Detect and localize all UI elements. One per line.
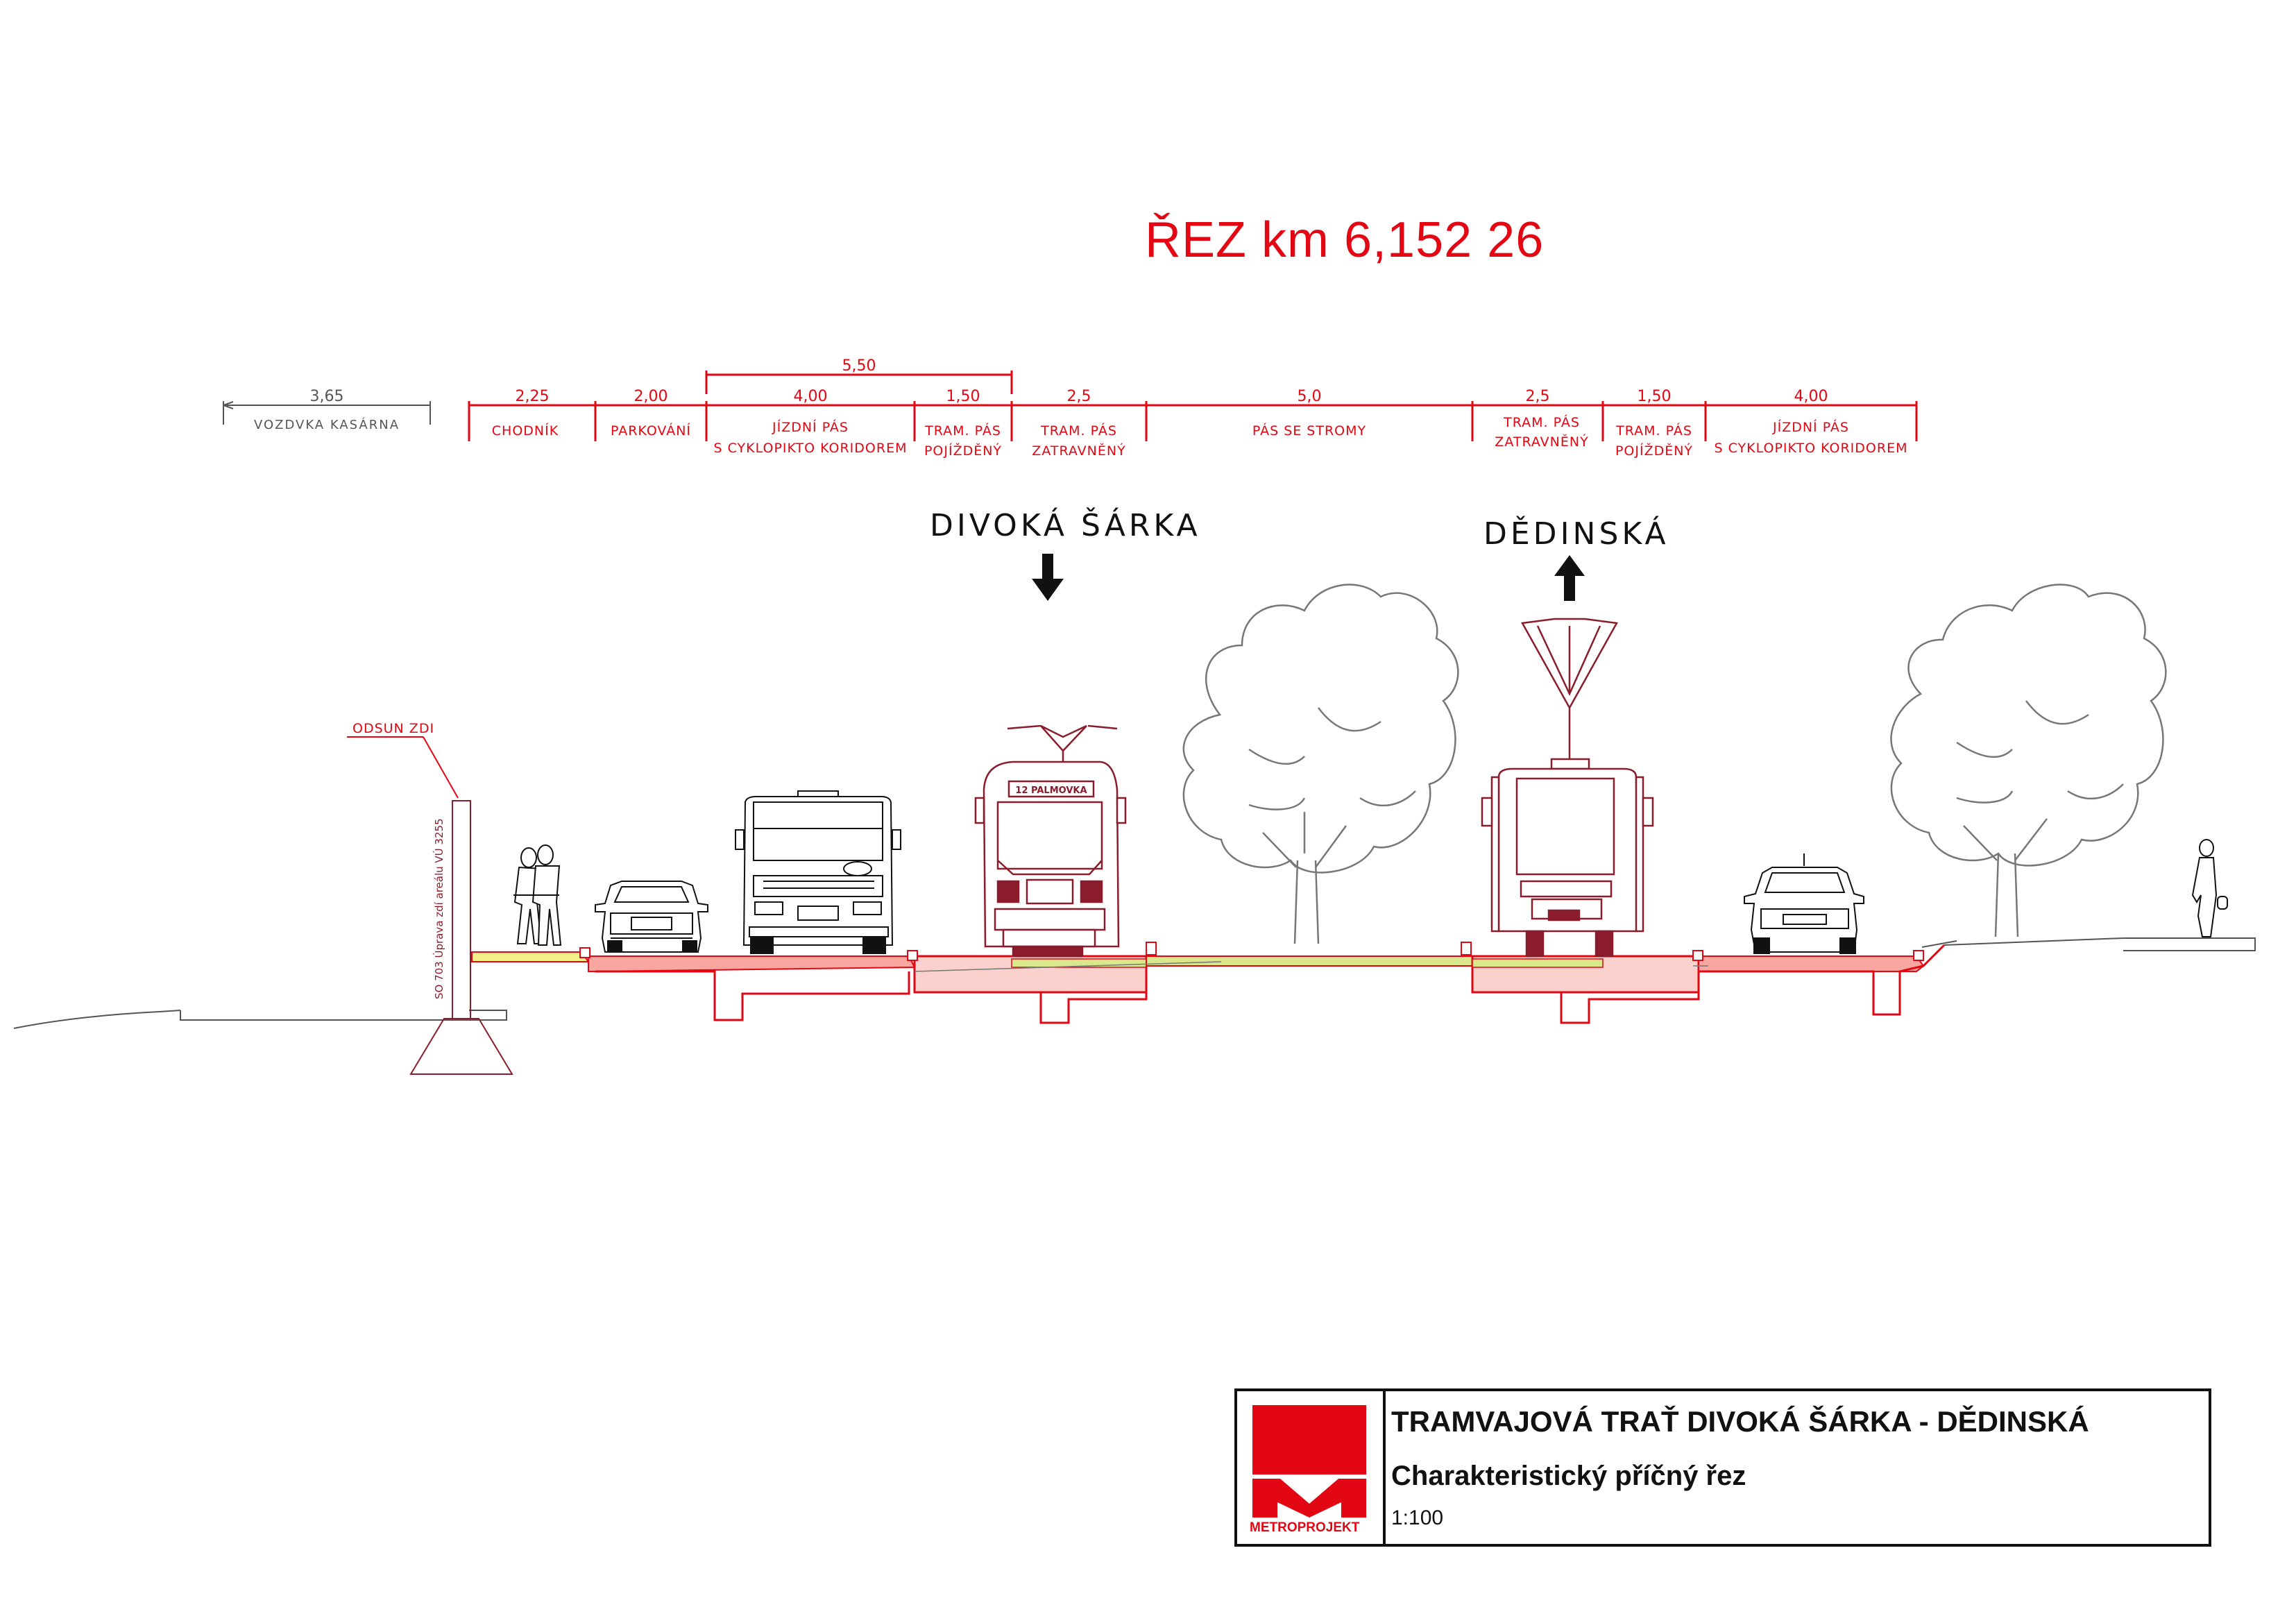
page-title: ŘEZ km 6,152 26 <box>1145 212 1545 268</box>
tram-foundation-left <box>915 991 1148 1024</box>
dimension-value-left: 3,65 <box>310 388 344 405</box>
curb-6 <box>1913 950 1924 961</box>
grass-tram-right <box>1472 958 1604 968</box>
dim-value-chodnik: 2,25 <box>516 388 550 405</box>
pavement-structure <box>471 942 1946 1024</box>
ground-profile <box>13 937 2256 1029</box>
dimension-main-line <box>468 401 1918 441</box>
dim-label-tram-pojizdeny-left-1: TRAM. PÁS <box>924 423 1001 439</box>
dim-label-tram-zatravneny-left-1: TRAM. PÁS <box>1040 423 1117 439</box>
dim-value-jizdni-pas-left: 4,00 <box>794 388 828 405</box>
title-block: METROPROJEKT TRAMVAJOVÁ TRAŤ DIVOKÁ ŠÁRK… <box>1234 1388 2211 1547</box>
dimension-vozovka-kasarna <box>223 401 431 425</box>
pedestrian-woman <box>2191 839 2228 937</box>
dim-label-chodnik: CHODNÍK <box>492 423 559 439</box>
curb-4 <box>1461 942 1472 955</box>
road-foundation-right <box>1699 944 1946 1016</box>
dim-label-parkovani: PARKOVÁNÍ <box>611 423 691 439</box>
company-name: METROPROJEKT <box>1250 1520 1360 1535</box>
pedestrians-couple <box>513 844 562 946</box>
dim-value-jizdni-pas-right: 4,00 <box>1794 388 1828 405</box>
street-lamp <box>1521 618 1618 710</box>
project-title: TRAMVAJOVÁ TRAŤ DIVOKÁ ŠÁRKA - DĚDINSKÁ <box>1391 1405 2089 1438</box>
sidewalk-layer <box>471 951 590 962</box>
dim-value-parkovani: 2,00 <box>634 388 668 405</box>
dim-value-tram-zatravneny-right: 2,5 <box>1526 388 1550 405</box>
tree-left <box>1182 584 1459 944</box>
dimension-group-total-value: 5,50 <box>842 357 876 375</box>
tram-left <box>974 724 1127 958</box>
dim-label-jizdni-pas-right-2: S CYKLOPIKTO KORIDOREM <box>1715 441 1908 456</box>
curb-3 <box>1146 942 1157 955</box>
dim-label-tram-zatravneny-right-1: TRAM. PÁS <box>1503 414 1580 430</box>
dim-value-tram-zatravneny-left: 2,5 <box>1067 388 1091 405</box>
car-left <box>595 881 708 953</box>
direction-label-dedinska: DĚDINSKÁ <box>1483 516 1669 552</box>
dim-label-tram-zatravneny-left-2: ZATRAVNĚNÝ <box>1032 443 1125 459</box>
dim-label-tram-pojizdeny-left-2: POJÍŽDĚNÝ <box>924 443 1002 459</box>
road-layer-left <box>588 955 916 972</box>
dim-label-pas-se-stromy: PÁS SE STROMY <box>1252 423 1366 439</box>
wall-shift-leader <box>347 736 459 799</box>
dim-value-tram-pojizdeny-right: 1,50 <box>1638 388 1672 405</box>
wall <box>409 800 513 1075</box>
wall-note: SO 703 Úprava zdí areálu VÚ 3255 <box>432 818 445 999</box>
car-right <box>1744 853 1864 954</box>
road-foundation-left <box>595 970 910 1021</box>
curb-2 <box>907 950 918 961</box>
drawing-title: Charakteristický příčný řez <box>1391 1461 1746 1491</box>
down-arrow-icon <box>1032 554 1064 601</box>
dim-label-jizdni-pas-right-1: JÍZDNÍ PÁS <box>1772 419 1849 435</box>
tree-right <box>1890 584 2167 937</box>
dim-label-tram-zatravneny-right-2: ZATRAVNĚNÝ <box>1495 434 1588 450</box>
logo-cell: METROPROJEKT <box>1237 1391 1386 1544</box>
up-arrow-icon <box>1554 555 1585 601</box>
dimension-group-total <box>705 371 1013 394</box>
road-layer-right <box>1698 955 1925 972</box>
curb-1 <box>579 947 590 958</box>
dim-label-tram-pojizdeny-right-1: TRAM. PÁS <box>1615 423 1692 439</box>
bus <box>735 790 901 954</box>
dim-label-jizdni-pas-left-1: JÍZDNÍ PÁS <box>772 419 849 435</box>
tram-foundation-right <box>1472 991 1700 1024</box>
direction-label-divoka-sarka: DIVOKÁ ŠÁRKA <box>930 508 1201 543</box>
dimension-label-left: VOZDVKA KASÁRNA <box>254 417 400 432</box>
curb-5 <box>1692 950 1703 961</box>
dim-value-tram-pojizdeny-left: 1,50 <box>946 388 980 405</box>
tram-right <box>1481 708 1654 958</box>
dim-label-jizdni-pas-left-2: S CYKLOPIKTO KORIDOREM <box>714 441 908 456</box>
tree-strip <box>1146 955 1473 967</box>
wall-shift-label: ODSUN ZDI <box>352 721 434 736</box>
metroprojekt-logo-icon <box>1252 1405 1366 1518</box>
dimension-chain: 3,65 VOZDVKA KASÁRNA 5,50 2,25 2,00 4,00 <box>223 357 1918 459</box>
tram-destination: 12 PALMOVKA <box>1015 785 1087 796</box>
profile-guide-lines <box>914 961 1708 972</box>
dim-label-tram-pojizdeny-right-2: POJÍŽDĚNÝ <box>1615 443 1693 459</box>
dim-value-pas-se-stromy: 5,0 <box>1298 388 1322 405</box>
drawing-scale: 1:100 <box>1391 1506 1444 1529</box>
